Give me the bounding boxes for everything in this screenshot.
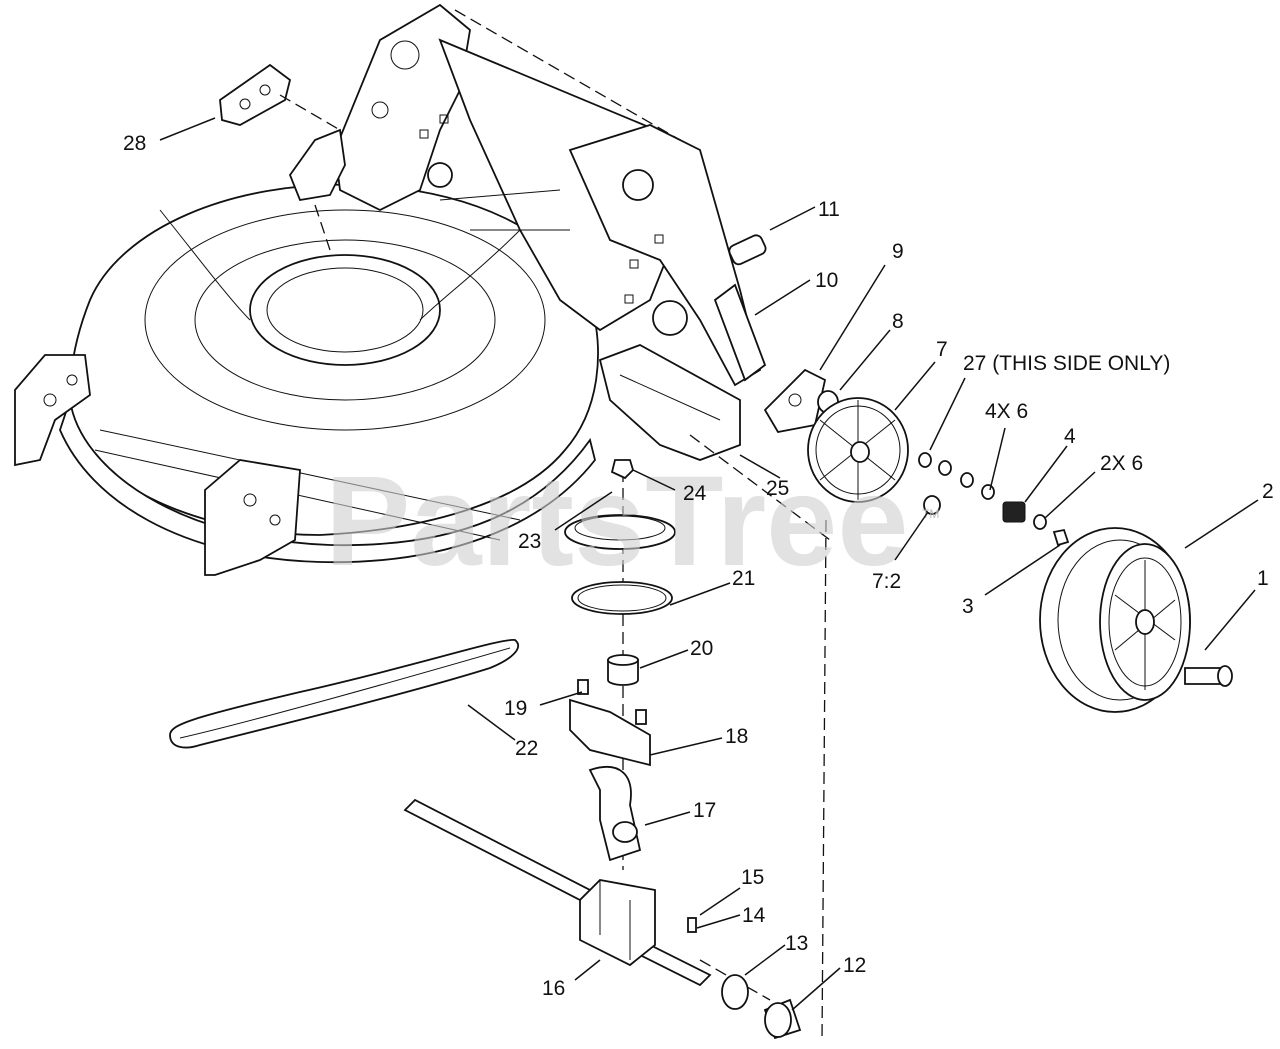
leader-lines: [159, 117, 1259, 1011]
callout-2: 2: [1262, 480, 1274, 503]
callout-9: 9: [892, 240, 904, 263]
callout-3: 3: [962, 595, 974, 618]
callout-11: 11: [818, 198, 840, 221]
callout-28: 28: [123, 132, 146, 155]
drive-parts: [169, 459, 802, 1040]
watermark-trademark: TM: [922, 507, 939, 521]
callout-15: 15: [741, 866, 764, 889]
watermark-text: PartsTree: [325, 450, 909, 593]
callout-7-2: 7:2: [872, 570, 901, 593]
callout-23: 23: [518, 530, 541, 553]
callout-7: 7: [936, 338, 948, 361]
callout-20: 20: [690, 637, 713, 660]
callout-21: 21: [732, 567, 755, 590]
callout-24: 24: [683, 482, 707, 505]
callout-4: 4: [1064, 425, 1076, 448]
callout-13: 13: [785, 932, 808, 955]
callout-22: 22: [515, 737, 538, 760]
callout-16: 16: [542, 977, 565, 1000]
callout-12: 12: [843, 954, 866, 977]
callout-10: 10: [815, 269, 838, 292]
callout-4x6: 4X 6: [985, 400, 1028, 423]
callout-17: 17: [693, 799, 716, 822]
callout-25: 25: [766, 477, 789, 500]
callout-27: 27 (THIS SIDE ONLY): [963, 352, 1170, 375]
callout-2x6: 2X 6: [1100, 452, 1143, 475]
mower-deck: [14, 183, 599, 576]
callout-14: 14: [742, 904, 766, 927]
callout-19: 19: [504, 697, 527, 720]
frame-assembly: [219, 3, 767, 461]
callout-1: 1: [1257, 567, 1269, 590]
callout-8: 8: [892, 310, 904, 333]
callout-18: 18: [725, 725, 748, 748]
callout-labels: 28 11 10 9 8 7 27 (THIS SIDE ONLY) 4X 6 …: [123, 132, 1274, 1000]
wheel-parts: [763, 368, 1233, 713]
